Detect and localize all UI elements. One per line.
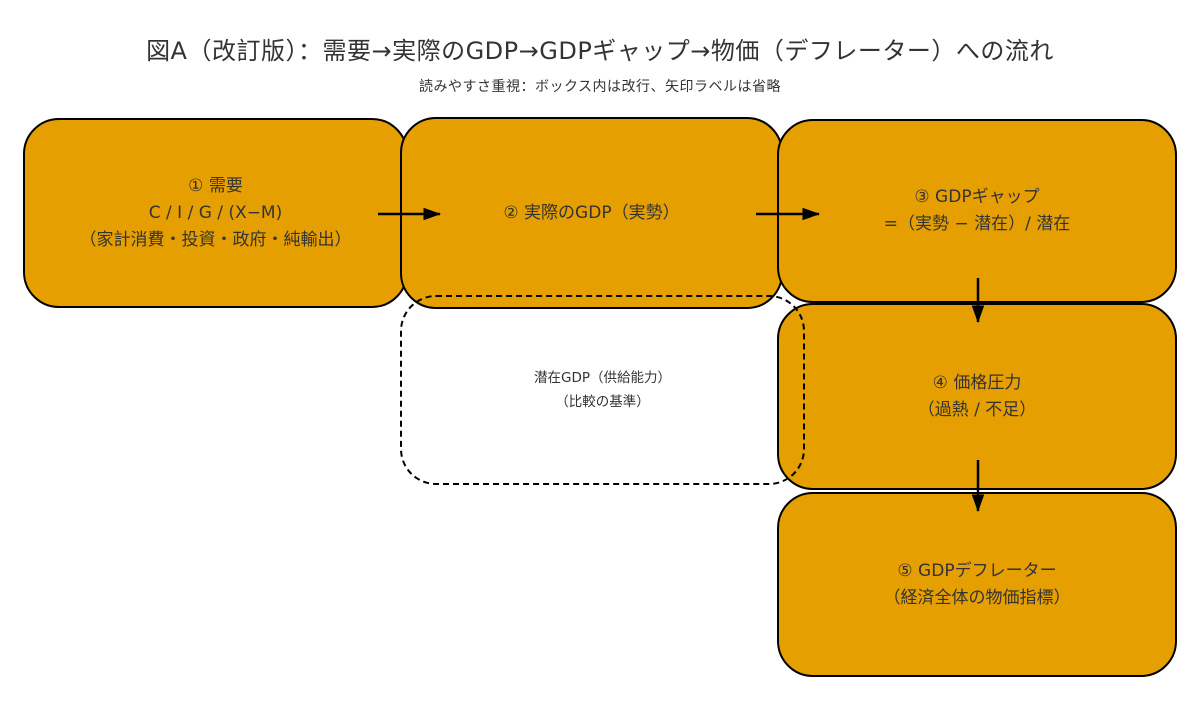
box-demand-line-2: C / I / G / (X−M) xyxy=(148,202,283,223)
box-actual-gdp-line-1: ② 実際のGDP（実勢） xyxy=(503,202,680,223)
box-potential-gdp: 潜在GDP（供給能力） （比較の基準） xyxy=(400,295,805,485)
box-price-pressure: ④ 価格圧力 （過熱 / 不足） xyxy=(777,303,1177,490)
box-potential-gdp-line-2: （比較の基準） xyxy=(555,394,650,410)
box-price-pressure-line-2: （過熱 / 不足） xyxy=(917,399,1037,420)
box-gdp-deflator: ⑤ GDPデフレーター （経済全体の物価指標） xyxy=(777,492,1177,677)
diagram-subtitle: 読みやすさ重視：ボックス内は改行、矢印ラベルは省略 xyxy=(418,79,782,95)
box-demand: ① 需要 C / I / G / (X−M) （家計消費・投資・政府・純輸出） xyxy=(23,118,408,308)
box-gdp-gap-line-2: =（実勢 − 潜在）/ 潜在 xyxy=(883,214,1071,234)
box-gdp-deflator-line-2: （経済全体の物価指標） xyxy=(883,587,1071,608)
diagram-title: 図A（改訂版）：需要→実際のGDP→GDPギャップ→物価（デフレーター）への流れ xyxy=(146,37,1054,65)
box-potential-gdp-line-1: 潜在GDP（供給能力） xyxy=(534,370,671,386)
box-demand-line-3: （家計消費・投資・政府・純輸出） xyxy=(79,229,352,250)
box-gdp-gap-line-1: ③ GDPギャップ xyxy=(914,187,1040,207)
box-price-pressure-line-1: ④ 価格圧力 xyxy=(932,372,1022,393)
box-actual-gdp: ② 実際のGDP（実勢） xyxy=(400,117,783,309)
box-gdp-gap: ③ GDPギャップ =（実勢 − 潜在）/ 潜在 xyxy=(777,119,1177,303)
box-demand-line-1: ① 需要 xyxy=(188,175,243,196)
box-gdp-deflator-line-1: ⑤ GDPデフレーター xyxy=(897,560,1057,581)
